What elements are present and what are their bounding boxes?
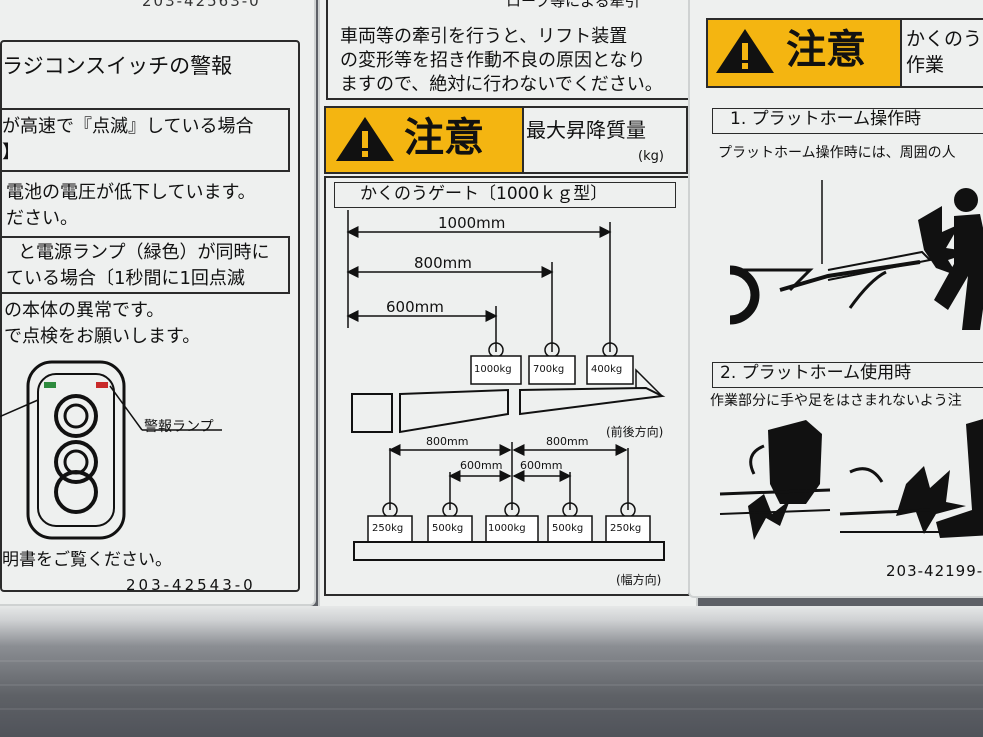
remote-control-illustration [0,360,222,540]
weight-1000kg-w [485,502,539,543]
middle-top-line3: ますので、絶対に行わないでください。 [340,74,663,95]
middle-top-line1: 車両等の牽引を行うと、リフト装置 [340,26,628,47]
left-text2-line1: の本体の異常です。 [4,300,165,321]
wdim-800mm-right: 800mm [546,435,589,448]
weight-700kg-fb [528,342,576,385]
label-500kg-w2: 500kg [552,523,584,534]
max-mass-box [520,106,688,174]
left-text1-line2: ださい。 [6,208,78,229]
left-heading: ラジコンスイッチの警報 [2,54,233,78]
right-caution-label: 注意 かくのう 作業 1. プラットホーム操作時 プラットホーム操作時には、周囲… [688,0,983,598]
dim-800mm: 800mm [414,254,472,272]
front-back-direction: (前後方向) [606,425,664,439]
section1-text: プラットホーム操作時には、周囲の人 [718,145,956,161]
label-250kg-w1: 250kg [372,523,404,534]
label-400kg-fb: 400kg [591,364,623,375]
width-direction: (幅方向) [616,573,662,587]
left-top-code: 203-42563-0 [142,0,261,10]
weight-1000kg-fb [470,342,522,385]
left-text1-line1: 電池の電圧が低下しています。 [6,182,256,203]
weight-400kg-fb [586,342,634,385]
wdim-600mm-left: 600mm [460,459,503,472]
max-mass-title: 最大昇降質量 [526,118,646,142]
section1-title: 1. プラットホーム操作時 [730,109,922,129]
right-code: 203-42199-0 [886,562,983,580]
weight-500kg-w2 [547,502,593,543]
left-footer-text: 明書をご覧ください。 [2,550,172,570]
middle-caution-text: 注意 [404,115,484,161]
label-700kg-fb: 700kg [533,364,565,375]
left-box1-line2: 】 [2,142,20,163]
left-box1-line1: が高速で『点滅』している場合 [2,116,254,137]
weight-250kg-w2 [605,502,651,543]
lamp-label: 警報ランプ [144,419,214,435]
left-text2-line2: で点検をお願いします。 [4,326,201,347]
max-mass-unit: (kg) [638,149,664,164]
section2-box [712,362,983,388]
surface-stripe [0,684,983,686]
right-title-line2: 作業 [906,54,945,76]
label-1000kg-fb: 1000kg [474,364,512,375]
platform-operation-illustration [729,180,983,330]
gate-title-box [334,182,676,208]
surface-stripe [0,660,983,662]
right-title-line1: かくのう [906,28,983,50]
middle-caution-label: ロープ等による牽引 車両等の牽引を行うと、リフト装置 の変形等を招き作動不良の原… [318,0,698,612]
weight-500kg-w1 [427,502,473,543]
left-box2-line1: と電源ランプ（緑色）が同時に [18,242,270,263]
label-1000kg-w: 1000kg [488,523,526,534]
left-box-2 [0,236,290,294]
left-warning-label: 203-42563-0 ラジコンスイッチの警報 が高速で『点滅』している場合 】… [0,0,316,606]
label-500kg-w1: 500kg [432,523,464,534]
section2-title: 2. プラットホーム使用時 [720,363,912,383]
wdim-800mm-left: 800mm [426,435,469,448]
hand-foot-pinch-illustration [719,419,983,540]
gate-title: かくのうゲート〔1000ｋｇ型〕 [360,184,608,204]
left-box-1 [0,108,290,172]
dim-600mm: 600mm [386,298,444,316]
section2-text: 作業部分に手や足をはさまれないよう注 [710,393,962,409]
middle-top-line2: の変形等を招き作動不良の原因となり [340,50,646,71]
right-caution-text: 注意 [786,27,866,73]
warning-triangle-icon [716,29,774,73]
surface-stripe [0,708,983,710]
label-250kg-w2: 250kg [610,523,642,534]
middle-top-line0: ロープ等による牽引 [506,0,640,10]
left-inner-frame [0,40,300,592]
load-diagram [346,210,666,561]
right-title-box [898,18,983,88]
left-code: 203-42543-0 [126,576,256,594]
left-box2-line2: ている場合〔1秒間に1回点滅 [6,268,245,289]
wdim-600mm-right: 600mm [520,459,563,472]
section1-box [712,108,983,134]
bottom-metal-surface [0,606,983,737]
dim-1000mm: 1000mm [438,214,506,232]
warning-triangle-icon [336,117,394,161]
